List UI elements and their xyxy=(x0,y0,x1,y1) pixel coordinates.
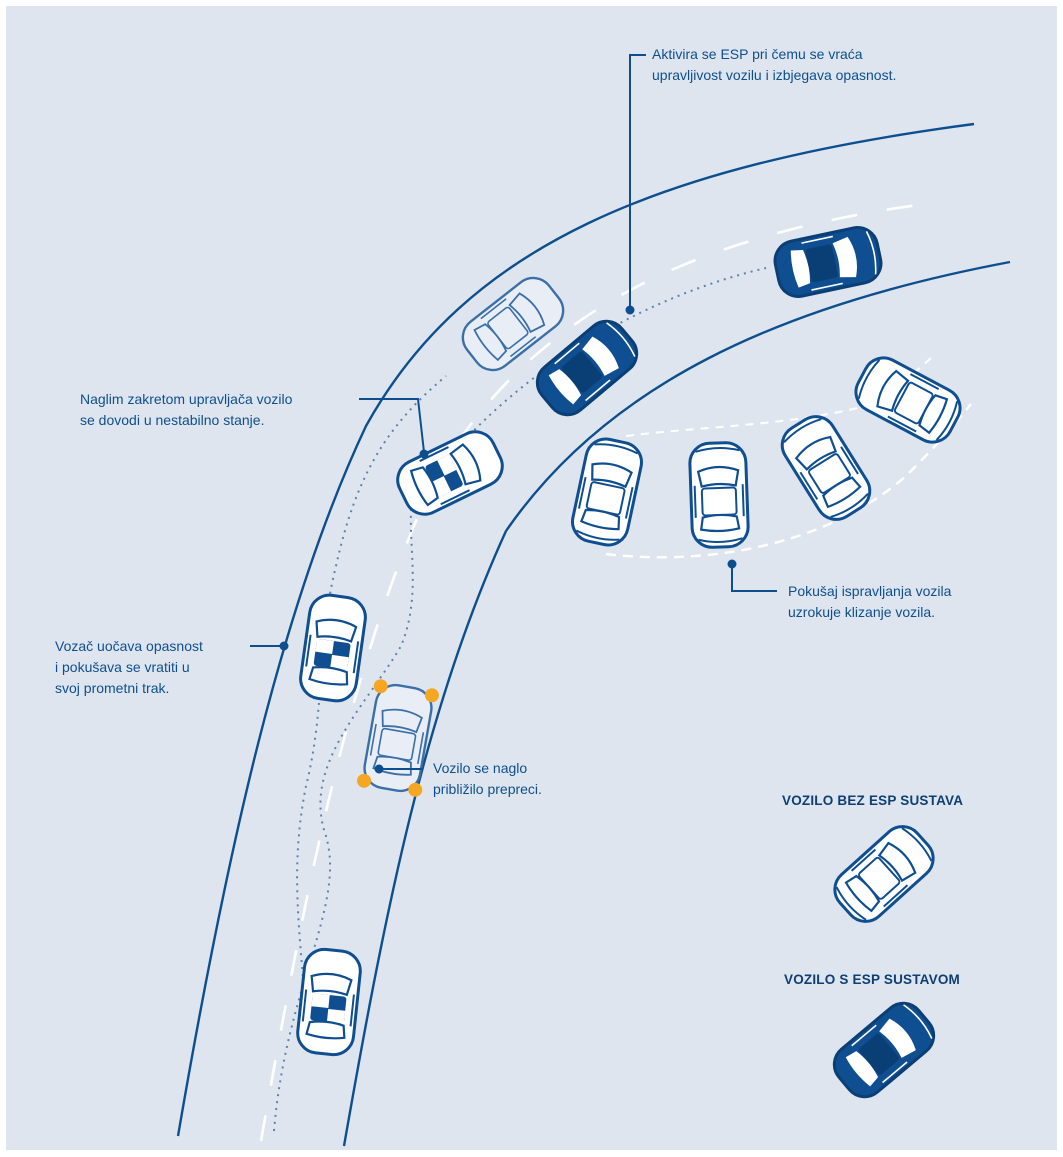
car-swerve xyxy=(356,678,440,798)
car-skid-1 xyxy=(569,435,645,548)
label-obstacle: Vozilo se naglo približilo prepreci. xyxy=(433,758,542,800)
car-start xyxy=(296,947,363,1056)
car-skid-2 xyxy=(689,442,749,548)
car-skid-3 xyxy=(775,409,878,527)
car-esp-exit xyxy=(771,224,884,300)
legend-car-no-esp xyxy=(827,818,942,929)
leader-esp-activates xyxy=(630,55,646,308)
car-unstable xyxy=(391,425,509,521)
legend-title-esp: VOZILO S ESP SUSTAVOM xyxy=(784,972,960,987)
car-skid-4 xyxy=(849,351,967,449)
esp-diagram: Aktivira se ESP pri čemu se vraća upravl… xyxy=(6,6,1057,1150)
label-correction-attempt: Pokušaj ispravljanja vozila uzrokuje kli… xyxy=(788,581,951,623)
legend-car-esp xyxy=(826,995,942,1105)
label-sharp-turn: Naglim zakretom upravljača vozilo se dov… xyxy=(80,389,292,431)
legend-title-no-esp: VOZILO BEZ ESP SUSTAVA xyxy=(782,793,963,808)
label-esp-activates: Aktivira se ESP pri čemu se vraća upravl… xyxy=(652,44,896,86)
label-driver-notices: Vozač uočava opasnost i pokušava se vrat… xyxy=(55,636,203,699)
leader-sharp-turn xyxy=(359,399,424,452)
leader-correction xyxy=(732,566,777,591)
